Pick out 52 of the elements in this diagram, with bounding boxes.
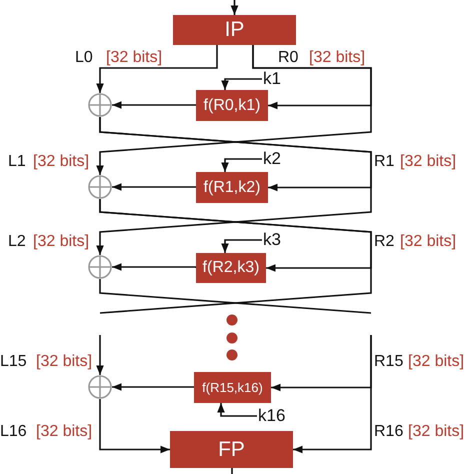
bit-width-label: [32 bits] (106, 50, 162, 66)
process-box: IP (173, 15, 296, 45)
wire-label: R15 (374, 354, 404, 370)
arrow (217, 403, 257, 417)
bit-width-label: [32 bits] (408, 424, 464, 440)
xor-symbol (88, 375, 112, 399)
wire-label: R0 (278, 50, 298, 66)
xor-symbol (88, 93, 112, 117)
bit-width-label: [32 bits] (36, 354, 92, 370)
arrow (230, 0, 238, 15)
arrow (112, 101, 197, 109)
key-label: k1 (263, 70, 281, 87)
process-box: f(R2,k3) (196, 253, 266, 283)
process-box: FP (170, 431, 293, 468)
xor-symbol (88, 255, 112, 279)
arrow (221, 78, 262, 90)
arrow (293, 335, 372, 454)
arrow (99, 399, 170, 454)
arrow (221, 158, 262, 172)
line (99, 199, 372, 314)
process-box: f(R0,k1) (196, 90, 268, 121)
xor-symbol (88, 175, 112, 199)
wire-label: R16 (374, 424, 404, 440)
key-label: k2 (263, 150, 281, 167)
wire-label: L2 (8, 234, 26, 250)
arrow (96, 117, 372, 255)
arrow (96, 334, 104, 375)
line (99, 279, 372, 314)
arrow (112, 383, 195, 391)
arrow (112, 183, 197, 191)
line (231, 468, 233, 474)
bit-width-label: [32 bits] (33, 154, 90, 170)
bit-width-label: [32 bits] (33, 234, 90, 250)
wire-label: L1 (8, 154, 26, 170)
wire-label: L15 (0, 354, 27, 370)
arrow (96, 45, 218, 93)
process-box: f(R1,k2) (196, 172, 268, 203)
bit-width-label: [32 bits] (309, 50, 366, 66)
key-label: k16 (258, 407, 286, 424)
bit-width-label: [32 bits] (408, 354, 464, 370)
arrow (221, 239, 262, 253)
wire-label: R2 (374, 234, 394, 250)
arrow (112, 263, 197, 271)
wire-label: L0 (75, 50, 93, 66)
bit-width-label: [32 bits] (400, 234, 456, 250)
bit-width-label: [32 bits] (400, 154, 456, 170)
bit-width-label: [32 bits] (36, 424, 92, 440)
wire-label: R1 (374, 154, 394, 170)
arrow (96, 45, 372, 175)
key-label: k3 (263, 231, 281, 248)
wire-label: L16 (0, 424, 27, 440)
process-box: f(R15,k16) (194, 372, 271, 403)
